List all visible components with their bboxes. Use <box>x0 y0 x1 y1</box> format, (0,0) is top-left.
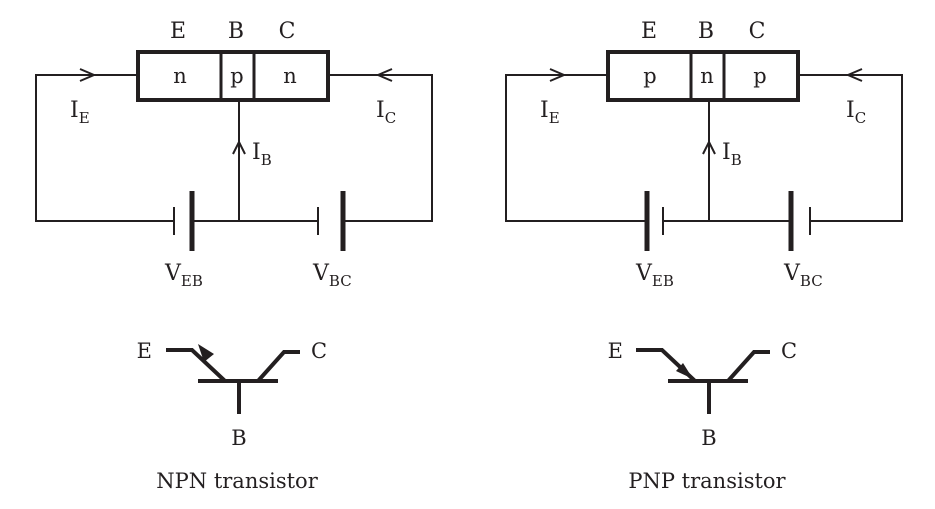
npn-ie-arrow-icon <box>79 68 97 82</box>
pnp-terminal-b-label: B <box>698 19 714 44</box>
pnp-symbol-emitter-arrow-icon <box>676 363 693 379</box>
pnp-collector-wire <box>798 74 903 222</box>
npn-symbol-c-label: C <box>311 339 327 363</box>
npn-terminal-e-label: E <box>170 19 186 44</box>
npn-symbol-emitter-arrow-icon <box>198 344 214 362</box>
pnp-terminal-e-label: E <box>641 19 657 44</box>
pnp-terminal-c-label: C <box>749 19 766 44</box>
npn-vbc-label: VBC <box>312 261 352 290</box>
pnp-ie-label: IE <box>540 98 560 127</box>
npn-symbol-collector-lead <box>256 350 300 383</box>
npn-emitter-region: n <box>173 64 187 88</box>
pnp-ib-label: IB <box>722 140 742 169</box>
npn-symbol: E C B NPN transistor <box>137 339 327 493</box>
npn-ie-label: IE <box>70 98 90 127</box>
npn-symbol-emitter-lead <box>166 348 227 383</box>
npn-caption: NPN transistor <box>156 469 318 493</box>
pnp-vbc-label: VBC <box>783 261 823 290</box>
pnp-ic-label: IC <box>846 98 866 127</box>
npn-ic-label: IC <box>376 98 396 127</box>
npn-ib-arrow-icon <box>232 139 246 155</box>
npn-symbol-b-label: B <box>231 426 246 450</box>
pnp-symbol-emitter-lead <box>636 348 697 383</box>
npn-terminal-b-label: B <box>228 19 244 44</box>
pnp-symbol-c-label: C <box>781 339 797 363</box>
npn-symbol-e-label: E <box>137 339 152 363</box>
pnp-symbol-e-label: E <box>608 339 623 363</box>
npn-ib-label: IB <box>252 140 272 169</box>
pnp-veb-label: VEB <box>635 261 674 290</box>
npn-ic-arrow-icon <box>375 68 393 82</box>
pnp-emitter-wire <box>505 74 645 222</box>
pnp-symbol-collector-lead <box>726 350 770 383</box>
pnp-circuit: E B C p n p IE IC IB VEB VBC <box>505 19 903 290</box>
npn-collector-region: n <box>283 64 297 88</box>
pnp-emitter-region: p <box>643 64 656 88</box>
npn-base-region: p <box>230 64 243 88</box>
npn-emitter-wire <box>35 74 174 222</box>
pnp-symbol-b-label: B <box>701 426 716 450</box>
pnp-base-region: n <box>700 64 714 88</box>
pnp-symbol: E C B PNP transistor <box>608 339 797 493</box>
pnp-ie-arrow-icon <box>549 68 567 82</box>
pnp-ib-arrow-icon <box>702 139 716 155</box>
pnp-caption: PNP transistor <box>628 469 786 493</box>
npn-circuit: E B C n p n IE IC IB VEB VBC <box>35 19 433 290</box>
pnp-ic-arrow-icon <box>845 68 863 82</box>
npn-veb-label: VEB <box>164 261 203 290</box>
npn-terminal-c-label: C <box>279 19 296 44</box>
pnp-collector-region: p <box>753 64 766 88</box>
